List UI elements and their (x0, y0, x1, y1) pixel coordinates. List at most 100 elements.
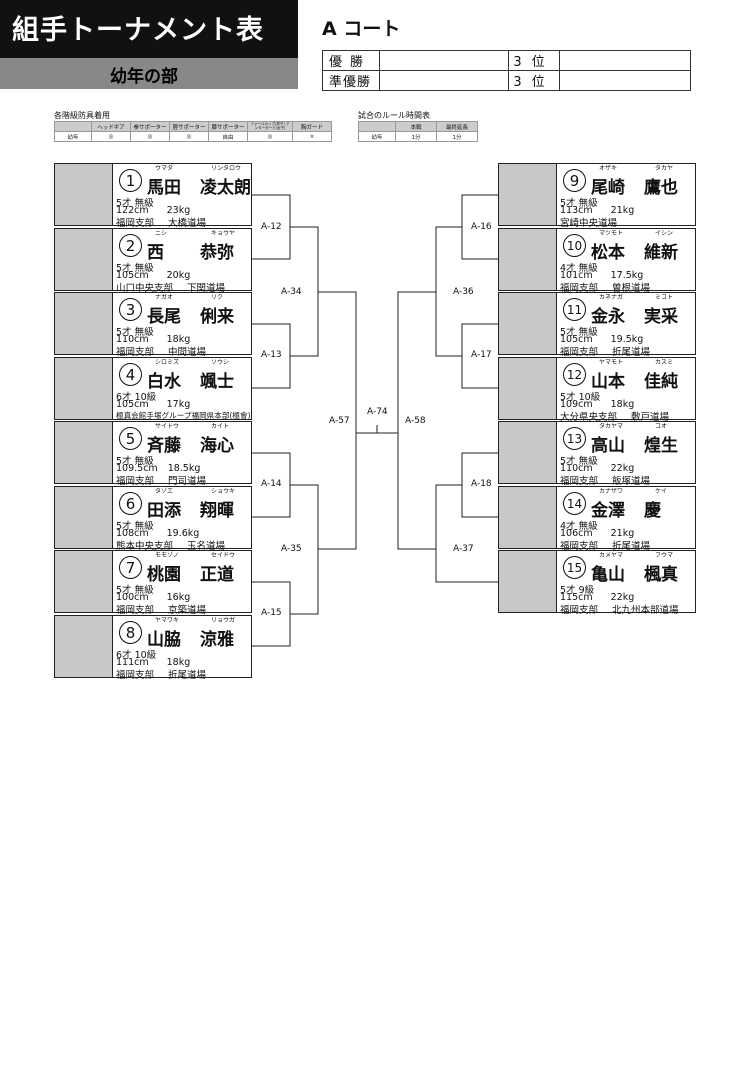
height: 105cm (116, 270, 149, 281)
height: 110cm (116, 334, 149, 345)
given-name: 慶 (644, 501, 661, 521)
surname-kana: カナザワ (599, 488, 624, 495)
page-title: 組手トーナメント表 (12, 15, 264, 46)
surname-kana: マツモト (599, 230, 624, 237)
surname: 亀山 (591, 565, 625, 585)
rank: 無級 (134, 521, 154, 532)
match-label: A-36 (452, 287, 475, 297)
weight: 21kg (610, 528, 635, 539)
seed-number: 12 (563, 363, 586, 386)
age: 4才 (560, 521, 576, 532)
age: 5才 (560, 456, 576, 467)
weight: 19.5kg (610, 334, 644, 345)
given-name: 海心 (200, 436, 234, 456)
match-label: A-18 (470, 479, 493, 489)
branch: 山口中央支部 (116, 283, 174, 294)
height: 101cm (560, 270, 593, 281)
surname: 馬田 (147, 178, 181, 198)
given-name: 涼雅 (200, 630, 234, 650)
height: 115cm (560, 592, 593, 603)
surname-kana: ナガオ (155, 294, 174, 301)
weight: 22kg (610, 463, 635, 474)
surname-kana: タゾエ (155, 488, 174, 495)
surname: 西 (147, 243, 164, 263)
branch: 熊本中央支部 (116, 541, 174, 552)
weight: 16kg (166, 592, 191, 603)
surname: 金永 (591, 307, 625, 327)
dojo: 敷戸道場 (631, 412, 670, 423)
surname: 山脇 (147, 630, 181, 650)
rank: 無級 (134, 198, 154, 209)
dojo: 折尾道場 (612, 347, 651, 358)
given-name: 佳純 (644, 372, 678, 392)
age: 5才 (560, 392, 576, 403)
surname-kana: オザキ (599, 165, 618, 172)
weight: 21kg (610, 205, 635, 216)
given-name: 実采 (644, 307, 678, 327)
third-label: 3位 (508, 50, 560, 71)
surname: 高山 (591, 436, 625, 456)
branch: 福岡支部 (560, 283, 599, 294)
dojo: 下関道場 (187, 283, 226, 294)
runner-up-label: 準優勝 (322, 70, 380, 91)
branch: 大分県央支部 (560, 412, 618, 423)
age: 5才 (116, 327, 132, 338)
surname-kana: シロミズ (155, 359, 180, 366)
surname-kana: モモゾノ (155, 552, 179, 559)
surname: 桃園 (147, 565, 181, 585)
dojo: 中間道場 (168, 347, 207, 358)
age: 5才 (116, 456, 132, 467)
division-label: 幼年の部 (110, 67, 178, 87)
seed-number: 15 (563, 556, 586, 579)
match-label: A-35 (280, 544, 303, 554)
given-name: 颯士 (200, 372, 234, 392)
seed-number: 6 (119, 492, 142, 515)
title-banner: 組手トーナメント表 (0, 0, 298, 58)
branch: 福岡支部 (560, 541, 599, 552)
given-name: 翔暉 (200, 501, 234, 521)
age: 5才 (116, 263, 132, 274)
seed-number: 11 (563, 298, 586, 321)
surname: 松本 (591, 243, 625, 263)
branch: 福岡支部 (560, 347, 599, 358)
weight: 20kg (166, 270, 191, 281)
match-label: A-37 (452, 544, 475, 554)
weight: 18.5kg (167, 463, 201, 474)
match-label: A-13 (260, 350, 283, 360)
match-label: A-34 (280, 287, 303, 297)
seed-number: 2 (119, 234, 142, 257)
height: 110cm (560, 463, 593, 474)
rank: 無級 (134, 327, 154, 338)
dojo: 北九州本部道場 (612, 605, 679, 616)
surname: 田添 (147, 501, 181, 521)
given-kana: タカヤ (655, 165, 674, 172)
height: 109cm (560, 399, 593, 410)
given-kana: コオ (655, 423, 668, 430)
height: 122cm (116, 205, 149, 216)
age: 5才 (560, 585, 576, 596)
given-kana: フウマ (655, 552, 674, 559)
results-table: 優勝 3位 準優勝 3位 (322, 50, 691, 91)
dojo: 大橋道場 (168, 218, 207, 229)
court-label: A コート (322, 18, 401, 40)
seed-number: 4 (119, 363, 142, 386)
rank: 10級 (578, 392, 601, 403)
surname-kana: ヤマモト (599, 359, 624, 366)
armor-cell: × (292, 131, 332, 142)
given-name: 煌生 (644, 436, 678, 456)
given-kana: リンタロウ (211, 165, 242, 172)
seed-number: 1 (119, 169, 142, 192)
branch: 福岡支部 (116, 670, 155, 681)
age: 6才 (116, 650, 132, 661)
rank: 無級 (578, 263, 598, 274)
surname: 長尾 (147, 307, 181, 327)
